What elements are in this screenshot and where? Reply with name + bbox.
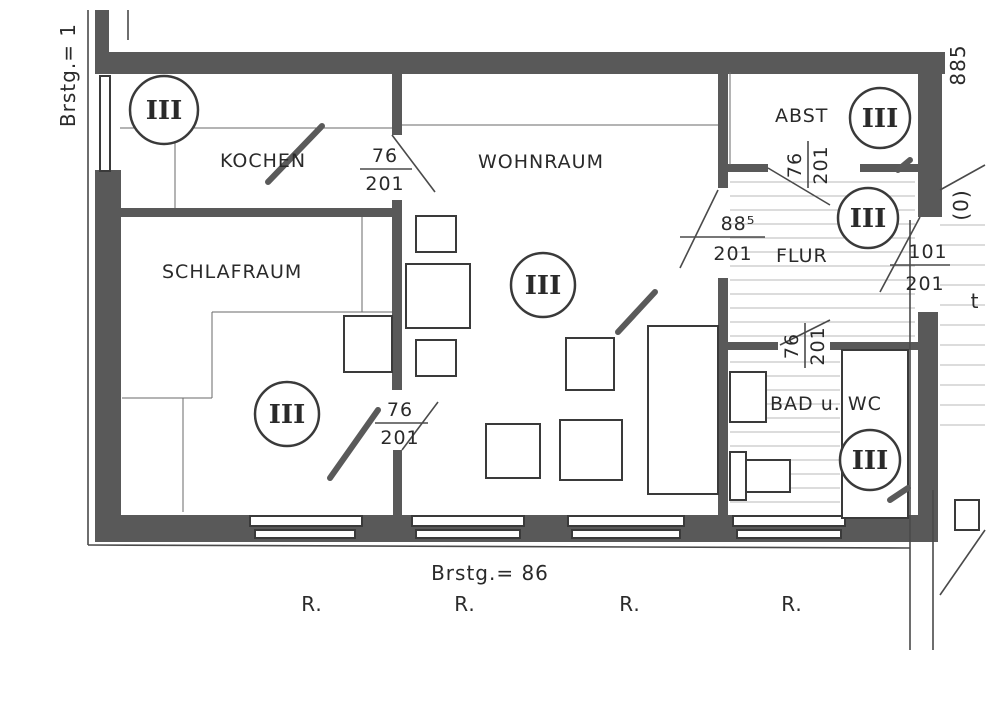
door-dimension-schlafraum: 76 201 bbox=[375, 399, 428, 449]
r-mark: R. bbox=[619, 592, 641, 616]
door-width: 76 bbox=[387, 399, 413, 421]
r-mark: R. bbox=[454, 592, 476, 616]
door-width: 101 bbox=[908, 241, 947, 263]
edge-label-right: (0) bbox=[949, 189, 973, 220]
room-label-schlafraum: SCHLAFRAUM bbox=[162, 261, 302, 283]
room-label-abst: ABST bbox=[775, 105, 828, 127]
zone-mark-text: III bbox=[862, 104, 899, 134]
door-height: 201 bbox=[807, 326, 829, 365]
door-height: 201 bbox=[380, 427, 419, 449]
sill-height-left: Brstg.= 1 bbox=[56, 23, 80, 127]
zone-mark-text: III bbox=[525, 271, 562, 301]
windows bbox=[99, 75, 846, 539]
hallway-hatching bbox=[730, 181, 985, 503]
zone-mark-text: III bbox=[850, 204, 887, 234]
door-width: 88⁵ bbox=[721, 213, 756, 235]
zone-mark-text: III bbox=[146, 96, 183, 126]
zone-mark-text: III bbox=[852, 446, 889, 476]
r-mark: R. bbox=[301, 592, 323, 616]
door-dimension-wohnraum: 88⁵ 201 bbox=[680, 213, 765, 265]
room-label-bad: BAD u. WC bbox=[770, 393, 882, 415]
door-height: 201 bbox=[713, 243, 752, 265]
furniture bbox=[87, 10, 986, 650]
door-dimension-bad: 76 201 bbox=[781, 323, 829, 368]
zone-mark-kochen: III bbox=[128, 74, 200, 146]
zone-mark-abst: III bbox=[848, 86, 912, 150]
zone-mark-wohnraum: III bbox=[509, 251, 577, 319]
door-width: 76 bbox=[372, 145, 398, 167]
door-dimension-abst: 76 201 bbox=[784, 141, 832, 188]
r-mark: R. bbox=[781, 592, 803, 616]
door-width: 76 bbox=[784, 152, 806, 178]
dimension-top-right: 885 bbox=[946, 44, 970, 85]
slash-marks bbox=[265, 123, 913, 503]
door-dimension-kochen: 76 201 bbox=[360, 145, 412, 195]
door-dimension-entrance: 101 201 bbox=[890, 241, 950, 295]
door-height: 201 bbox=[905, 273, 944, 295]
zone-mark-bad: III bbox=[838, 428, 902, 492]
room-label-flur: FLUR bbox=[776, 245, 828, 267]
room-label-wohnraum: WOHNRAUM bbox=[478, 151, 604, 173]
zone-mark-text: III bbox=[269, 400, 306, 430]
zone-mark-flur: III bbox=[836, 186, 900, 250]
sill-height-bottom: Brstg.= 86 bbox=[431, 561, 549, 585]
door-height: 201 bbox=[810, 145, 832, 184]
room-label-kochen: KOCHEN bbox=[220, 150, 306, 172]
door-height: 201 bbox=[365, 173, 404, 195]
door-width: 76 bbox=[781, 333, 803, 359]
walls bbox=[95, 10, 945, 542]
zone-mark-schlafraum: III bbox=[253, 380, 321, 448]
door-swings bbox=[391, 134, 921, 451]
edge-label-right-small: t bbox=[971, 289, 980, 313]
